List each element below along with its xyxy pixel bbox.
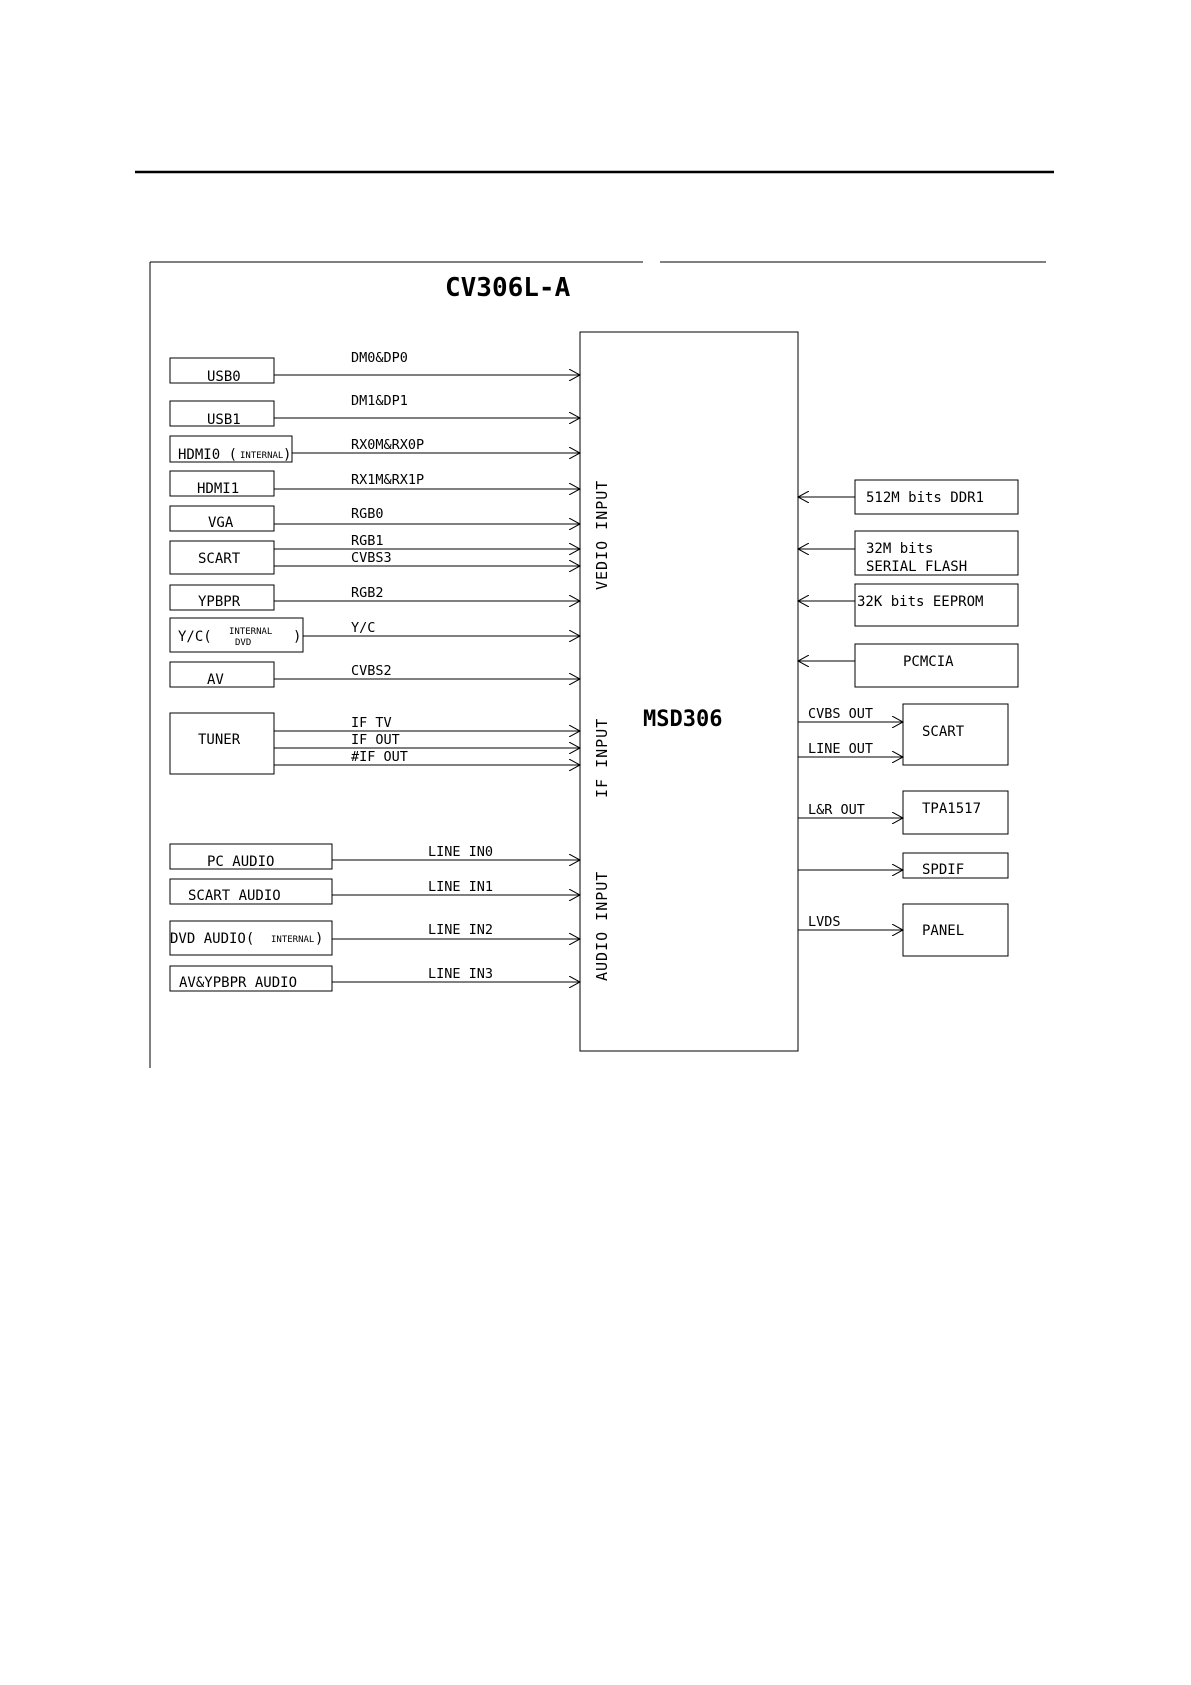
- dvd-audio-internal-note: INTERNAL: [271, 935, 314, 945]
- yc-label: Y/C(: [178, 629, 212, 645]
- vga-block: VGA RGB0: [169, 505, 580, 532]
- msd306-chip: [579, 331, 799, 1052]
- hdmi0-block: HDMI0 ( INTERNAL ) RX0M&RX0P: [169, 435, 580, 463]
- pcmcia-block: PCMCIA: [798, 643, 1019, 688]
- diagram-title: CV306L-A: [445, 273, 571, 303]
- usb1-label: USB1: [207, 412, 241, 428]
- ddr-block: 512M bits DDR1: [798, 479, 1019, 515]
- ypbpr-label: YPBPR: [198, 594, 241, 610]
- pc-audio-signal: LINE IN0: [428, 844, 493, 860]
- scart-in-signal-2: CVBS3: [351, 550, 392, 566]
- audio-input-label: AUDIO INPUT: [593, 871, 611, 981]
- av-block: AV CVBS2: [169, 661, 580, 688]
- av-signal: CVBS2: [351, 663, 392, 679]
- panel-label: PANEL: [922, 923, 964, 939]
- usb0-label: USB0: [207, 369, 241, 385]
- scart-audio-block: SCART AUDIO LINE IN1: [169, 878, 580, 905]
- ypbpr-signal: RGB2: [351, 585, 384, 601]
- ypbpr-block: YPBPR RGB2: [169, 584, 580, 611]
- usb0-block: USB0 DM0&DP0: [169, 350, 580, 385]
- tuner-signal-2: IF OUT: [351, 732, 400, 748]
- dvd-audio-close: ): [315, 931, 323, 947]
- eeprom-label: 32K bits EEPROM: [857, 594, 983, 610]
- pc-audio-label: PC AUDIO: [207, 854, 274, 870]
- if-input-label: IF INPUT: [593, 718, 611, 798]
- scart-out-block: SCART CVBS OUT LINE OUT: [798, 703, 1009, 766]
- usb1-block: USB1 DM1&DP1: [169, 393, 580, 428]
- usb1-signal: DM1&DP1: [351, 393, 408, 409]
- tuner-signal-1: IF TV: [351, 715, 392, 731]
- tuner-signal-3: #IF OUT: [351, 749, 408, 765]
- tpa1517-block: TPA1517 L&R OUT: [798, 790, 1009, 835]
- vga-label: VGA: [208, 515, 234, 531]
- scart-audio-label: SCART AUDIO: [188, 888, 281, 904]
- scart-audio-signal: LINE IN1: [428, 879, 493, 895]
- flash-label-2: SERIAL FLASH: [866, 559, 967, 575]
- hdmi1-signal: RX1M&RX1P: [351, 472, 424, 488]
- dvd-audio-label: DVD AUDIO(: [170, 931, 254, 947]
- yc-block: Y/C( INTERNAL DVD ) Y/C: [169, 617, 580, 653]
- tuner-label: TUNER: [198, 732, 241, 748]
- vga-signal: RGB0: [351, 506, 384, 522]
- line-out-signal: LINE OUT: [808, 741, 873, 757]
- hdmi0-close: ): [283, 447, 291, 463]
- panel-block: PANEL LVDS: [798, 903, 1009, 957]
- flash-label-1: 32M bits: [866, 541, 933, 557]
- hdmi0-internal-note: INTERNAL: [240, 451, 283, 461]
- ddr-label: 512M bits DDR1: [866, 490, 984, 506]
- yc-close: ): [293, 629, 301, 645]
- lvds-signal: LVDS: [808, 914, 841, 930]
- pc-audio-block: PC AUDIO LINE IN0: [169, 843, 580, 870]
- tpa1517-label: TPA1517: [922, 801, 981, 817]
- yc-signal: Y/C: [351, 620, 375, 636]
- dvd-audio-block: DVD AUDIO( INTERNAL ) LINE IN2: [169, 920, 580, 956]
- hdmi0-label: HDMI0 (: [178, 447, 237, 463]
- scart-in-label: SCART: [198, 551, 241, 567]
- hdmi1-label: HDMI1: [197, 481, 239, 497]
- video-input-label: VEDIO INPUT: [593, 480, 611, 590]
- outer-frame: [149, 261, 1046, 1068]
- chip-label: MSD306: [643, 707, 722, 732]
- tuner-block: TUNER IF TV IF OUT #IF OUT: [169, 712, 580, 775]
- yc-dvd-note: DVD: [235, 638, 251, 648]
- pcmcia-label: PCMCIA: [903, 654, 954, 670]
- spdif-label: SPDIF: [922, 862, 964, 878]
- yc-internal-note: INTERNAL: [229, 627, 272, 637]
- scart-out-label: SCART: [922, 724, 965, 740]
- hdmi0-signal: RX0M&RX0P: [351, 437, 424, 453]
- flash-block: 32M bits SERIAL FLASH: [798, 530, 1019, 576]
- av-ypbpr-audio-signal: LINE IN3: [428, 966, 493, 982]
- spdif-block: SPDIF: [798, 852, 1009, 879]
- scart-in-signal-1: RGB1: [351, 533, 384, 549]
- lr-out-signal: L&R OUT: [808, 802, 865, 818]
- dvd-audio-signal: LINE IN2: [428, 922, 493, 938]
- cvbs-out-signal: CVBS OUT: [808, 706, 873, 722]
- av-label: AV: [207, 672, 224, 688]
- av-ypbpr-audio-label: AV&YPBPR AUDIO: [179, 975, 297, 991]
- scart-in-block: SCART RGB1 CVBS3: [169, 533, 580, 575]
- av-ypbpr-audio-block: AV&YPBPR AUDIO LINE IN3: [169, 965, 580, 992]
- hdmi1-block: HDMI1 RX1M&RX1P: [169, 470, 580, 497]
- eeprom-block: 32K bits EEPROM: [798, 583, 1019, 627]
- usb0-signal: DM0&DP0: [351, 350, 408, 366]
